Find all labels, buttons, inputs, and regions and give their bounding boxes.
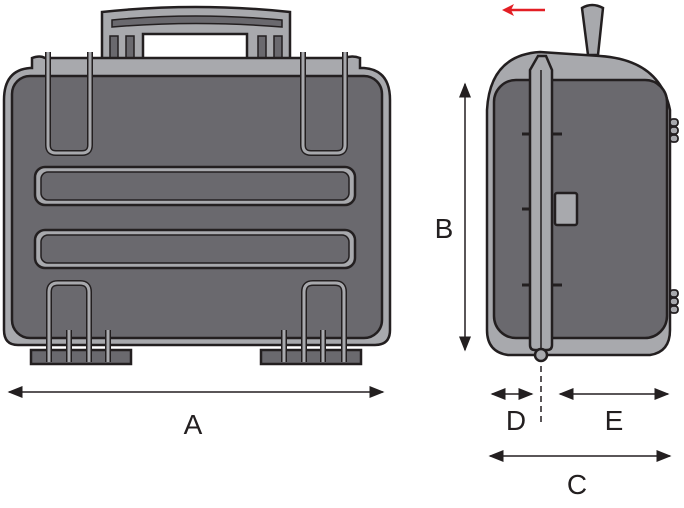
front-view — [2, 5, 392, 366]
dim-label-d: D — [506, 405, 526, 436]
dimension-lines — [7, 82, 672, 462]
side-clips — [669, 118, 679, 314]
side-handle — [580, 3, 605, 57]
side-panel — [492, 78, 669, 340]
dim-label-c: C — [567, 469, 587, 500]
dim-label-b: B — [435, 213, 454, 244]
direction-arrow-icon — [502, 4, 545, 16]
latches-bottom — [46, 280, 347, 362]
dim-label-e: E — [605, 405, 624, 436]
dim-label-a: A — [184, 409, 203, 440]
case-panel — [10, 74, 384, 340]
feet — [29, 348, 363, 366]
latches-top — [45, 52, 348, 156]
side-view — [485, 3, 679, 363]
